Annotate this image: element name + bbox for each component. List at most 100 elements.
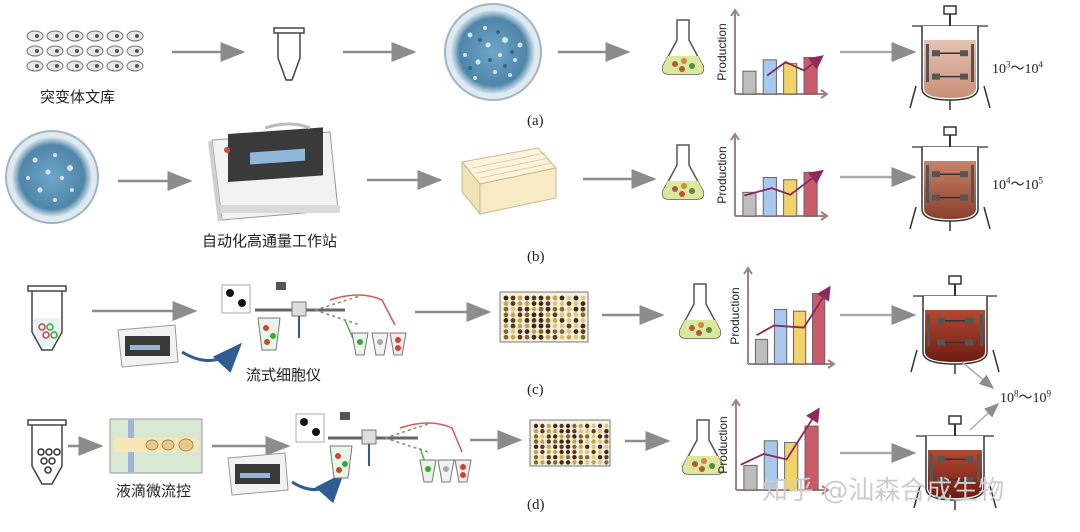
y-axis-label: Production — [716, 416, 730, 473]
bar — [762, 177, 777, 217]
bioreactor-icon — [909, 5, 991, 110]
scale-label-cd: 108～109 — [1000, 388, 1051, 406]
plate-well — [585, 439, 590, 444]
plate-well — [538, 329, 544, 334]
plate-well — [578, 460, 583, 465]
plate-well — [510, 295, 516, 301]
trend-line — [743, 169, 824, 197]
plate-well — [559, 334, 565, 340]
small-robot-icon — [227, 452, 289, 496]
plate-well — [604, 423, 609, 429]
plate-well — [546, 449, 551, 455]
plate-well — [559, 323, 565, 329]
plate-well — [580, 318, 586, 323]
plate-well — [524, 295, 530, 301]
plate-well — [545, 334, 551, 340]
plate-well — [552, 306, 558, 312]
y-axis-label: Production — [715, 146, 729, 203]
well-plate-96-icon — [529, 419, 611, 467]
plate-well — [538, 306, 544, 312]
plate-well — [510, 301, 516, 306]
plate-well — [591, 444, 596, 449]
plate-well — [566, 329, 572, 334]
plate-well — [597, 455, 603, 460]
plate-well — [540, 439, 545, 444]
plate-well — [545, 301, 551, 306]
small-robot-icon — [117, 324, 179, 368]
bar — [773, 308, 788, 365]
plate-well — [559, 329, 565, 334]
plate-well — [531, 306, 537, 312]
plate-well — [597, 423, 603, 429]
arrow — [961, 361, 995, 389]
plate-well — [566, 312, 572, 318]
plate-well — [585, 449, 590, 455]
plate-well — [565, 444, 571, 449]
plate-well — [540, 455, 545, 460]
mutant-library-icon — [26, 30, 144, 72]
plate-well — [545, 318, 551, 323]
plate-well — [531, 301, 537, 306]
plate-well — [517, 334, 523, 340]
bar — [804, 425, 819, 491]
trend-line — [756, 285, 831, 336]
curved-arrow — [291, 472, 344, 504]
plate-well — [566, 318, 572, 323]
plate-well — [573, 301, 579, 306]
plate-well — [559, 318, 565, 323]
tube-droplets-icon — [27, 419, 67, 485]
plate-well — [559, 444, 564, 449]
plate-well — [585, 460, 590, 465]
tube-cells-icon — [27, 285, 67, 351]
plate-well — [517, 301, 523, 306]
plate-well — [510, 334, 516, 340]
plate-well — [540, 429, 545, 434]
plate-well — [566, 295, 572, 301]
plate-well — [559, 460, 564, 465]
plate-well — [524, 318, 530, 323]
plate-well — [580, 312, 586, 318]
plate-well — [503, 329, 509, 334]
plate-well — [566, 301, 572, 306]
plate-well — [604, 434, 609, 439]
plate-well — [533, 423, 539, 429]
trend-line — [740, 407, 820, 466]
panel-label-c: (c) — [527, 382, 544, 398]
plate-well — [546, 429, 551, 434]
petri-dish-icon — [444, 3, 542, 101]
plate-well — [559, 455, 564, 460]
droplet-microfluidics-label: 液滴微流控 — [116, 482, 192, 500]
plate-well — [552, 318, 558, 323]
plate-well — [553, 444, 558, 449]
plate-well — [540, 423, 545, 429]
scale-label-a: 103～104 — [992, 59, 1043, 77]
plate-well — [572, 434, 577, 439]
plate-well — [524, 301, 530, 306]
plate-well — [517, 329, 523, 334]
plate-well — [580, 295, 586, 301]
plate-well — [559, 306, 565, 312]
tube-icon — [273, 27, 305, 81]
plate-well — [604, 444, 609, 449]
arrow — [969, 402, 1000, 431]
plate-well — [546, 455, 551, 460]
plate-well — [565, 455, 571, 460]
plate-well — [524, 306, 530, 312]
bioreactor-icon — [910, 275, 1000, 374]
plate-well — [545, 323, 551, 329]
plate-well — [540, 460, 545, 465]
plate-well — [533, 434, 539, 439]
plate-well — [510, 323, 516, 329]
plate-well — [572, 460, 577, 465]
plate-well — [585, 455, 590, 460]
plate-well — [552, 334, 558, 340]
plate-well — [565, 434, 571, 439]
plate-well — [531, 323, 537, 329]
bar — [803, 57, 818, 95]
plate-well — [578, 455, 583, 460]
plate-well — [510, 306, 516, 312]
plate-well — [604, 439, 609, 444]
plate-well — [573, 334, 579, 340]
plate-well — [517, 295, 523, 301]
